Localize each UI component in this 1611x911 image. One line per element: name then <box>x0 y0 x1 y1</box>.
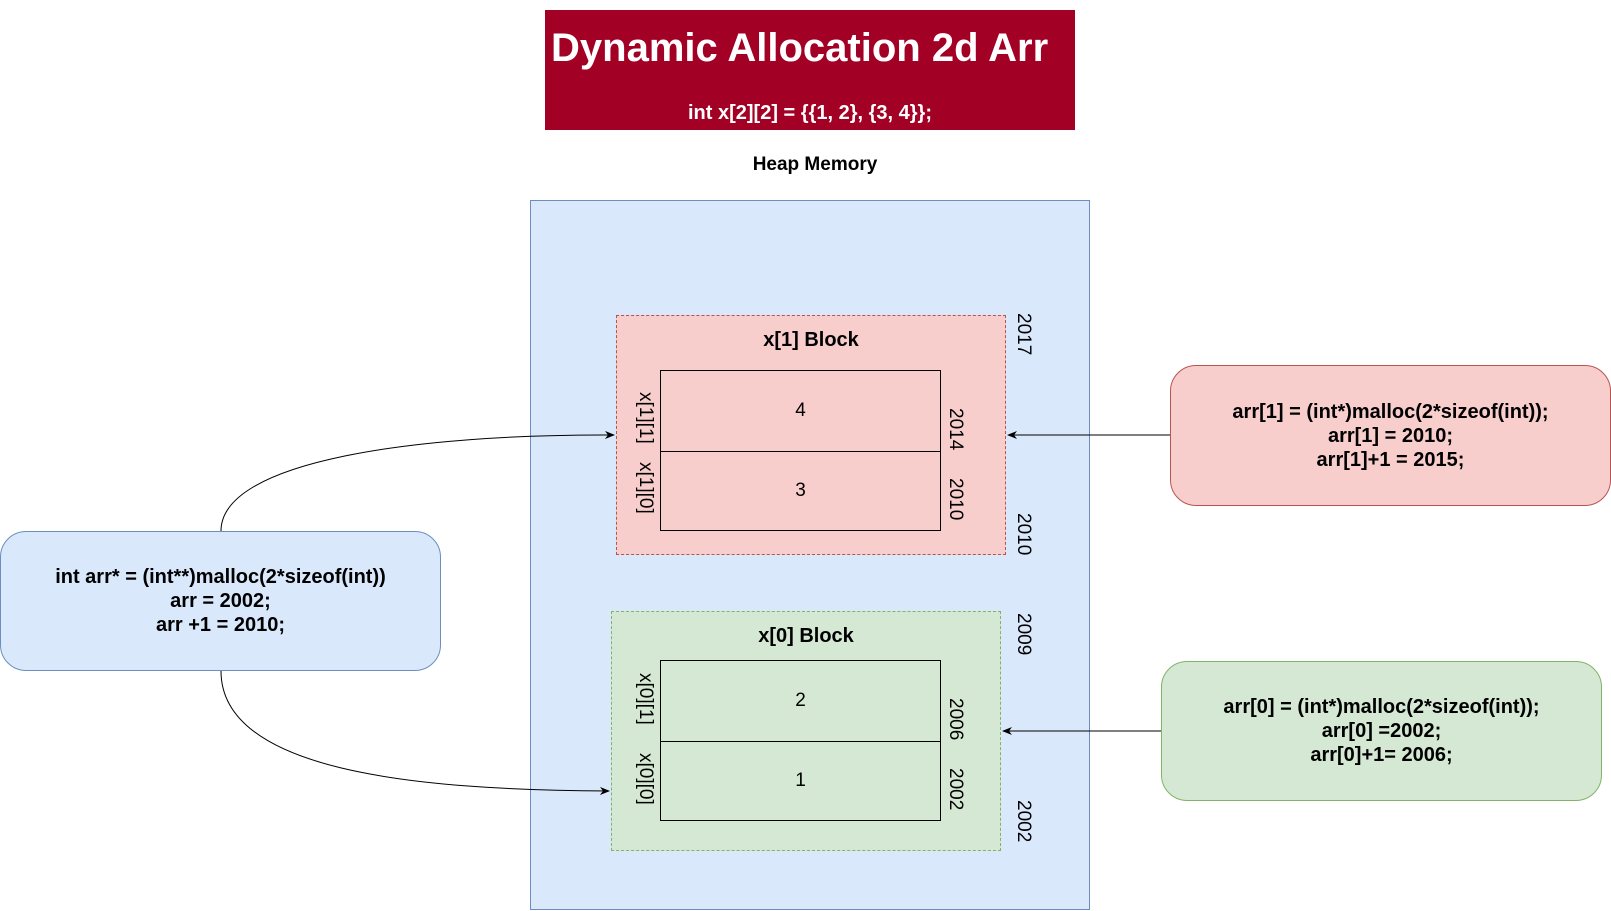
cell-x1-0: 3 <box>795 480 806 501</box>
pointer-line-1: int arr* = (int**)malloc(2*sizeof(int)) <box>55 566 386 588</box>
row1-line-2: arr[1] = 2010; <box>1327 424 1454 447</box>
title-banner: Dynamic Allocation 2d Arr int x[2][2] = … <box>545 10 1075 130</box>
row0-line-2: arr[0] =2002; <box>1321 720 1442 742</box>
x0-block-title: x[0] Block <box>758 625 854 647</box>
array-declaration: int x[2][2] = {{1, 2}, {3, 4}}; <box>688 102 932 124</box>
arrow-pointer-to-x1 <box>220 430 615 532</box>
x0-block: x[0] Block <box>611 611 1001 851</box>
address-x1-start: 2010 <box>1013 513 1034 556</box>
label-x0-0: x[0][0] <box>635 753 656 805</box>
address-x1-1: 2014 <box>945 408 966 451</box>
address-x0-1: 2006 <box>945 698 966 741</box>
address-x0-end: 2009 <box>1013 613 1034 656</box>
row0-allocation-card: arr[0] = (int*)malloc(2*sizeof(int)); ar… <box>1161 661 1602 801</box>
pointer-line-2: arr = 2002; <box>170 590 271 612</box>
x1-block-title: x[1] Block <box>763 329 859 351</box>
address-x1-end: 2017 <box>1013 313 1034 356</box>
cell-x0-0: 1 <box>795 770 806 791</box>
cell-x0-1: 2 <box>661 661 940 742</box>
x1-block: x[1] Block <box>616 315 1006 555</box>
row1-line-3: arr[1]+1 = 2015; <box>1316 448 1465 471</box>
row1-allocation-card: arr[1] = (int*)malloc(2*sizeof(int)); ar… <box>1170 365 1611 506</box>
cell-x1-1: 4 <box>661 371 940 452</box>
diagram-title: Dynamic Allocation 2d Arr <box>551 26 1049 70</box>
row1-line-1: arr[1] = (int*)malloc(2*sizeof(int)); <box>1232 400 1549 423</box>
x1-cells: 4 3 <box>660 370 941 531</box>
label-x1-0: x[1][0] <box>635 462 656 514</box>
heap-memory-label: Heap Memory <box>752 154 878 175</box>
row0-line-1: arr[0] = (int*)malloc(2*sizeof(int)); <box>1223 696 1540 718</box>
label-x1-1: x[1][1] <box>635 392 656 444</box>
address-x1-0: 2010 <box>945 478 966 521</box>
address-x0-start: 2002 <box>1013 800 1034 843</box>
pointer-line-3: arr +1 = 2010; <box>156 614 285 636</box>
arrow-pointer-to-x0 <box>220 670 610 795</box>
address-x0-0: 2002 <box>945 768 966 811</box>
label-x0-1: x[0][1] <box>635 673 656 725</box>
row0-line-3: arr[0]+1= 2006; <box>1310 744 1453 766</box>
x0-cells: 2 1 <box>660 660 941 821</box>
pointer-allocation-card: int arr* = (int**)malloc(2*sizeof(int)) … <box>0 531 441 671</box>
